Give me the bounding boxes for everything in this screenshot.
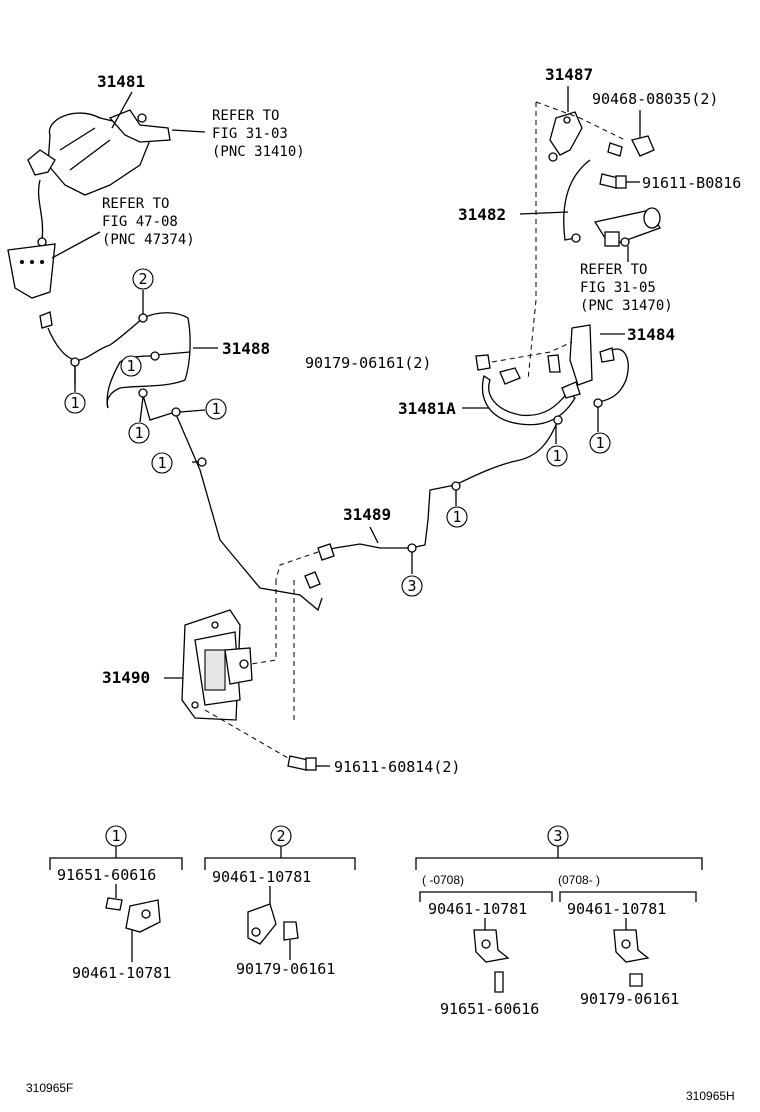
part-number-31488: 31488 bbox=[222, 339, 270, 358]
callout-3-label: 3 bbox=[407, 577, 416, 595]
callout-2-label: 2 bbox=[138, 270, 147, 288]
legend-3-right-range: (0708- ) bbox=[558, 873, 600, 887]
ref-label-fig31-05-line2: FIG 31-05 bbox=[580, 280, 656, 296]
part-number-31482: 31482 bbox=[458, 205, 506, 224]
part-number-31481: 31481 bbox=[97, 72, 145, 91]
ref-label-fig31-05-line3: (PNC 31470) bbox=[580, 298, 673, 314]
callout-1-label: 1 bbox=[70, 394, 79, 412]
figure-code-right: 310965H bbox=[686, 1089, 735, 1103]
callout-1-h bbox=[446, 506, 468, 528]
ref-label-fig47-08-line1: REFER TO bbox=[102, 196, 169, 212]
part-number-91611-B0816: 91611-B0816 bbox=[642, 174, 741, 192]
reservoir-illustration bbox=[7, 243, 56, 299]
legend-3-right-bottom-part: 90179-06161 bbox=[580, 990, 679, 1008]
bracket-31484-illustration bbox=[569, 324, 629, 403]
part-number-90179-06161-2: 90179-06161(2) bbox=[305, 354, 431, 372]
clip-small-illustration bbox=[547, 354, 561, 373]
legend-2-number: 2 bbox=[276, 827, 285, 845]
legend-2-top-part: 90461-10781 bbox=[212, 868, 311, 886]
legend-group-3: 3 ( -0708) (0708- ) 90461-10781 90461-10… bbox=[415, 825, 703, 1018]
part-number-31489: 31489 bbox=[343, 505, 391, 524]
figure-code-left: 310965F bbox=[26, 1081, 73, 1095]
legend-3-right-top-part: 90461-10781 bbox=[567, 900, 666, 918]
accumulator-31490-illustration bbox=[181, 609, 253, 721]
legend-1-number: 1 bbox=[111, 827, 120, 845]
callout-1-f bbox=[589, 432, 611, 454]
part-number-31484: 31484 bbox=[627, 325, 675, 344]
callout-1-b bbox=[64, 392, 86, 414]
legend-3-left-bottom-part: 91651-60616 bbox=[440, 1000, 539, 1018]
callout-1-c bbox=[128, 422, 150, 444]
clip-90468-illustration bbox=[631, 135, 655, 157]
part-number-31490: 31490 bbox=[102, 668, 150, 687]
legend-3-left-range: ( -0708) bbox=[422, 873, 464, 887]
legend-3-left-top-part: 90461-10781 bbox=[428, 900, 527, 918]
callout-1-label: 1 bbox=[452, 508, 461, 526]
part-number-91611-60814-2: 91611-60814(2) bbox=[334, 758, 460, 776]
fitting-31489-illustration bbox=[304, 543, 335, 589]
bolt-right-illustration bbox=[599, 173, 627, 189]
legend-group-1: 1 91651-60616 90461-10781 bbox=[49, 825, 183, 982]
part-number-31487: 31487 bbox=[545, 65, 593, 84]
ref-label-fig47-08-line2: FIG 47-08 bbox=[102, 214, 178, 230]
callout-3-main bbox=[401, 575, 423, 597]
callout-1-label: 1 bbox=[126, 357, 135, 375]
callout-1-d bbox=[205, 398, 227, 420]
release-cylinder-illustration bbox=[593, 207, 661, 247]
bolt-bottom-illustration bbox=[287, 755, 317, 771]
ref-label-fig31-03-line1: REFER TO bbox=[212, 108, 279, 124]
callout-1-label: 1 bbox=[595, 434, 604, 452]
legend-1-bottom-part: 90461-10781 bbox=[72, 964, 171, 982]
ref-label-fig31-05-line1: REFER TO bbox=[580, 262, 647, 278]
bracket-31487-illustration bbox=[548, 111, 583, 162]
hose-31481A-illustration bbox=[482, 367, 581, 426]
callout-1-g bbox=[546, 445, 568, 467]
callout-1-label: 1 bbox=[552, 447, 561, 465]
callout-1-label: 1 bbox=[157, 454, 166, 472]
part-number-90468-08035: 90468-08035(2) bbox=[592, 90, 718, 108]
legend-2-bottom-part: 90179-06161 bbox=[236, 960, 335, 978]
callout-2-top bbox=[132, 268, 154, 290]
callout-1-e bbox=[151, 452, 173, 474]
part-number-31481A: 31481A bbox=[398, 399, 456, 418]
callout-1-a bbox=[120, 355, 142, 377]
legend-3-number: 3 bbox=[553, 827, 562, 845]
clutch-master-cylinder-illustration bbox=[27, 109, 171, 196]
callout-1-label: 1 bbox=[211, 400, 220, 418]
ref-label-fig31-03-line2: FIG 31-03 bbox=[212, 126, 288, 142]
ref-label-fig47-08-line3: (PNC 47374) bbox=[102, 232, 195, 248]
bolt-top-illustration bbox=[607, 142, 623, 157]
legend-1-top-part: 91651-60616 bbox=[57, 866, 156, 884]
legend-group-2: 2 90461-10781 90179-06161 bbox=[204, 825, 356, 978]
nut-illustration bbox=[475, 354, 491, 371]
ref-label-fig31-03-line3: (PNC 31410) bbox=[212, 144, 305, 160]
callout-1-label: 1 bbox=[134, 424, 143, 442]
